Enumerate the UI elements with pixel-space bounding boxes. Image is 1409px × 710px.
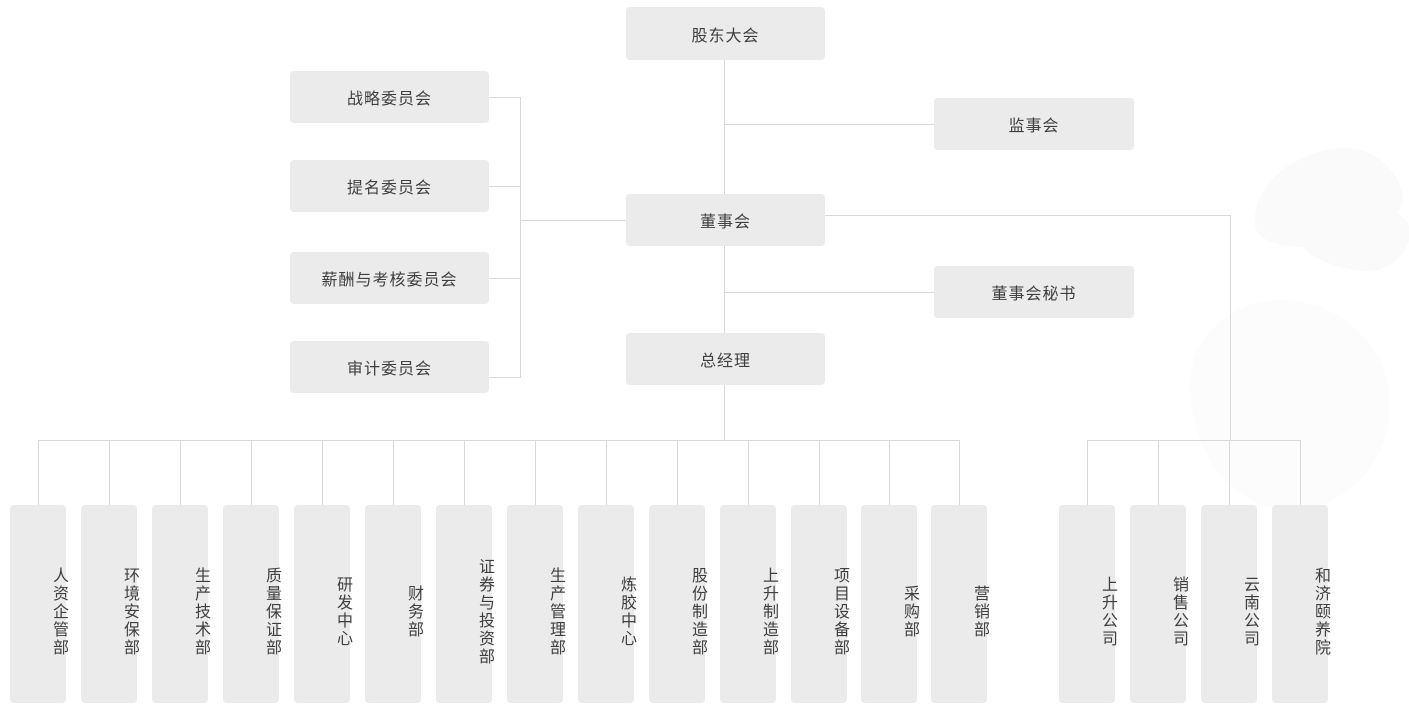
- connector-committee-stub: [489, 377, 521, 378]
- watermark-shape: [1296, 194, 1409, 276]
- node-department-finance[interactable]: 财务部: [365, 505, 422, 703]
- node-committee-strategy[interactable]: 战略委员会: [290, 71, 489, 123]
- connector-department-drop: [889, 440, 890, 505]
- node-label: 质量保证部: [263, 567, 280, 657]
- node-supervisory-board[interactable]: 监事会: [934, 98, 1134, 150]
- watermark-shape: [1190, 300, 1390, 510]
- node-department-securities-investment[interactable]: 证券与投资部: [436, 505, 493, 703]
- watermark-shape: [1246, 140, 1408, 255]
- node-committee-nomination[interactable]: 提名委员会: [290, 160, 489, 212]
- node-label: 人资企管部: [50, 567, 67, 657]
- connector-department-drop: [606, 440, 607, 505]
- node-department-production-management[interactable]: 生产管理部: [507, 505, 564, 703]
- node-department-quality-assurance[interactable]: 质量保证部: [223, 505, 280, 703]
- node-label: 董事会秘书: [991, 286, 1077, 303]
- node-label: 战略委员会: [346, 91, 432, 108]
- node-label: 股东大会: [691, 27, 760, 45]
- node-subsidiary-yunnan-company[interactable]: 云南公司: [1201, 505, 1258, 703]
- node-department-procurement[interactable]: 采购部: [861, 505, 918, 703]
- node-label: 薪酬与考核委员会: [321, 272, 458, 289]
- node-label: 销售公司: [1170, 576, 1187, 648]
- node-general-manager[interactable]: 总经理: [626, 333, 825, 385]
- node-label: 审计委员会: [346, 361, 432, 378]
- connector-department-bus: [38, 440, 960, 441]
- node-label: 生产技术部: [192, 567, 209, 657]
- node-department-shangsheng-manufacturing[interactable]: 上升制造部: [720, 505, 777, 703]
- connector-subsidiary-drop: [1087, 440, 1088, 505]
- connector-committee-stub: [489, 186, 521, 187]
- node-committee-audit[interactable]: 审计委员会: [290, 341, 489, 393]
- node-department-project-equipment[interactable]: 项目设备部: [791, 505, 848, 703]
- node-label: 炼胶中心: [618, 576, 635, 648]
- connector-committee-bus: [520, 97, 521, 377]
- connector-board-to-secretary: [724, 292, 935, 293]
- node-department-environment-security[interactable]: 环境安保部: [81, 505, 138, 703]
- node-label: 和济颐养院: [1312, 567, 1329, 657]
- node-subsidiary-shangsheng-company[interactable]: 上升公司: [1059, 505, 1116, 703]
- connector-subsidiary-drop: [1158, 440, 1159, 505]
- node-label: 云南公司: [1241, 576, 1258, 648]
- connector-subsidiary-bus: [1087, 440, 1301, 441]
- connector-department-drop: [535, 440, 536, 505]
- node-label: 环境安保部: [121, 567, 138, 657]
- connector-board-to-supervisory: [724, 124, 935, 125]
- connector-department-drop: [38, 440, 39, 505]
- connector-board-to-gm: [724, 246, 725, 333]
- node-label: 财务部: [405, 585, 422, 639]
- node-label: 证券与投资部: [476, 558, 493, 666]
- node-department-rd-center[interactable]: 研发中心: [294, 505, 351, 703]
- connector-department-drop: [322, 440, 323, 505]
- node-label: 股份制造部: [689, 567, 706, 657]
- connector-subsidiary-drop: [1229, 440, 1230, 505]
- node-department-share-manufacturing[interactable]: 股份制造部: [649, 505, 706, 703]
- node-label: 上升制造部: [760, 567, 777, 657]
- node-board-secretary[interactable]: 董事会秘书: [934, 266, 1134, 318]
- node-department-rubber-mixing-center[interactable]: 炼胶中心: [578, 505, 635, 703]
- connector-department-drop: [180, 440, 181, 505]
- node-department-production-technology[interactable]: 生产技术部: [152, 505, 209, 703]
- connector-board-to-subsidiary-riser: [824, 215, 1231, 216]
- connector-department-drop: [959, 440, 960, 505]
- connector-subsidiary-riser: [1230, 215, 1231, 441]
- connector-department-drop: [748, 440, 749, 505]
- node-subsidiary-heji-nursing-home[interactable]: 和济颐养院: [1272, 505, 1329, 703]
- connector-gm-to-department-bus: [724, 385, 725, 441]
- node-label: 营销部: [971, 585, 988, 639]
- connector-committee-stub: [489, 278, 521, 279]
- connector-board-to-committee-bus: [520, 220, 626, 221]
- node-label: 研发中心: [334, 576, 351, 648]
- node-department-marketing[interactable]: 营销部: [931, 505, 988, 703]
- node-label: 项目设备部: [831, 567, 848, 657]
- connector-department-drop: [393, 440, 394, 505]
- connector-committee-stub: [489, 97, 521, 98]
- connector-department-drop: [677, 440, 678, 505]
- connector-department-drop: [819, 440, 820, 505]
- node-shareholders-meeting[interactable]: 股东大会: [626, 7, 825, 60]
- connector-subsidiary-drop: [1300, 440, 1301, 505]
- connector-shareholders-to-board: [724, 60, 725, 194]
- node-label: 总经理: [699, 353, 751, 370]
- node-label: 上升公司: [1099, 576, 1116, 648]
- node-label: 监事会: [1008, 118, 1060, 135]
- node-board-of-directors[interactable]: 董事会: [626, 194, 825, 246]
- connector-department-drop: [251, 440, 252, 505]
- node-label: 董事会: [699, 214, 751, 231]
- node-subsidiary-sales-company[interactable]: 销售公司: [1130, 505, 1187, 703]
- node-label: 生产管理部: [547, 567, 564, 657]
- node-label: 采购部: [901, 585, 918, 639]
- node-label: 提名委员会: [346, 180, 432, 197]
- connector-department-drop: [464, 440, 465, 505]
- connector-department-drop: [109, 440, 110, 505]
- node-committee-remuneration-appraisal[interactable]: 薪酬与考核委员会: [290, 252, 489, 304]
- node-department-hr-enterprise-management[interactable]: 人资企管部: [10, 505, 67, 703]
